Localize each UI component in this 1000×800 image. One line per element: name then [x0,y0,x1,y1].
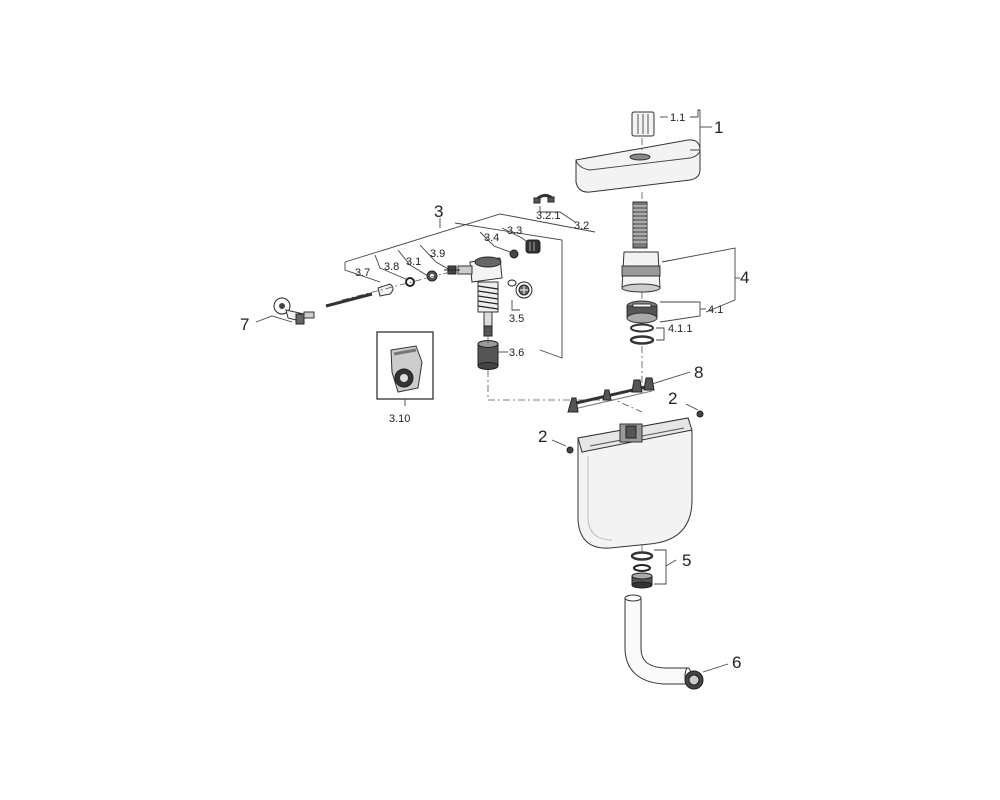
part-3-2-1-clip [533,193,555,204]
bracket-3-right [454,222,563,359]
label-7: 7 [240,315,249,334]
bracket-4 [661,247,736,313]
part-1-1-push-button [631,111,655,137]
label-3-10: 3.10 [389,413,410,425]
leader-3-1 [397,249,429,277]
label-3-4: 3.4 [484,232,499,244]
label-6: 6 [732,653,741,672]
label-3-8: 3.8 [384,261,399,273]
label-1: 1 [714,118,723,137]
leader-2-left [551,439,567,447]
label-4-1-1: 4.1.1 [668,323,692,335]
part-rod [325,292,373,308]
label-3-1: 3.1 [406,256,421,268]
label-3-2: 3.2 [574,220,589,232]
bracket-4-1-1 [656,327,665,341]
part-3-3-cap [525,239,541,254]
part-3-fill-valve-body [457,256,503,337]
label-5: 5 [682,551,691,570]
part-4-1-valve-ring [626,300,658,324]
bracket-3-top [344,213,596,263]
axis-line [487,370,643,413]
part-4-1-1-seal-rings [629,323,655,345]
label-2-left: 2 [538,427,547,446]
label-3-9: 3.9 [430,248,445,260]
leader-6 [702,663,729,673]
leader-5 [665,559,677,567]
part-8-bracket [567,377,655,413]
cistern-tank [577,417,693,549]
part-7-angle-valve [273,297,315,325]
bracket-5 [654,549,667,585]
label-3-7: 3.7 [355,267,370,279]
part-6-pipe-sleeve [684,670,704,690]
label-4: 4 [740,268,749,287]
part-3-7-connector [377,283,394,297]
leader-3-4 [479,231,511,253]
bracket-1 [690,109,701,151]
axis-line [341,269,459,301]
part-2-screw-left [566,446,574,454]
label-4-1: 4.1 [708,304,723,316]
label-8: 8 [694,363,703,382]
label-1-1: 1.1 [670,112,685,124]
leader-3-5 [511,300,520,311]
part-3-9-seal [444,265,460,275]
label-3-2-1: 3.2.1 [536,210,560,222]
part-5-outlet-seals [630,551,654,589]
label-3: 3 [434,202,443,221]
label-3-5: 3.5 [509,313,524,325]
part-1-cistern-lid [575,139,701,193]
leader-2-right [685,403,699,411]
part-2-screw-right [696,410,704,418]
leader-3-2-1 [539,206,576,223]
leader-3-7 [344,262,381,283]
leader-3-9 [419,244,451,271]
flush-pipe [624,594,692,685]
part-3-10-spare-pack [376,331,434,400]
label-3-3: 3.3 [507,225,522,237]
part-3-6-sleeve [477,340,499,370]
label-2-right: 2 [668,389,677,408]
part-4-flush-valve [621,201,661,293]
leader-8 [651,371,691,385]
part-3-1-nut [426,270,438,282]
label-3-6: 3.6 [509,347,524,359]
part-3-8-washer [405,277,415,287]
leader-7 [255,315,293,323]
leader-3-8 [374,254,409,281]
part-3-5-filter-disc [507,279,533,299]
bracket-4-1 [659,301,701,323]
part-3-4-washer [509,249,519,259]
